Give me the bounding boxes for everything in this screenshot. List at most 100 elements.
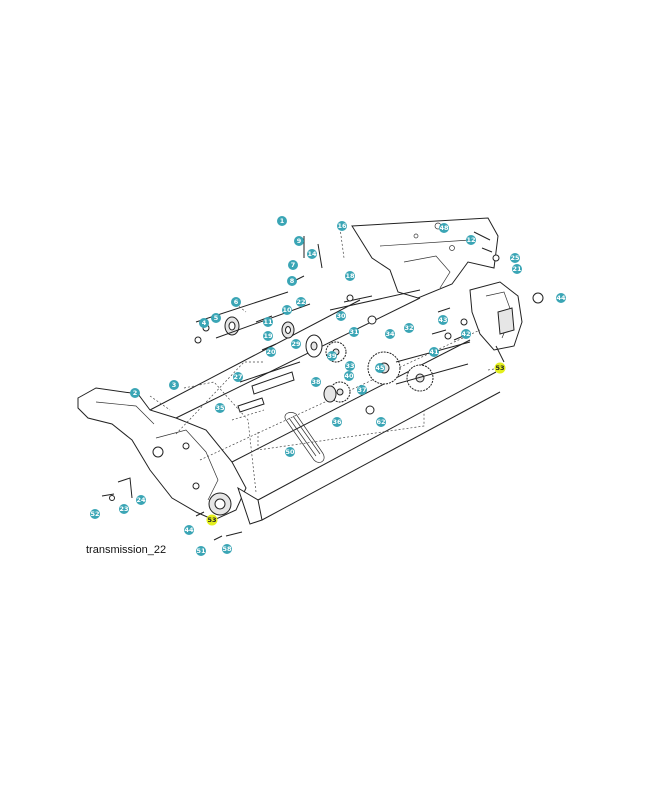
- right-side-plate: [351, 217, 499, 299]
- svg-text:6: 6: [234, 298, 239, 306]
- callout-43: 43: [438, 315, 448, 325]
- callout-4: 4: [199, 318, 209, 328]
- drive-chain: [284, 412, 325, 463]
- callout-16: 16: [337, 221, 347, 231]
- svg-text:51: 51: [196, 547, 206, 555]
- callout-18: 18: [345, 271, 355, 281]
- callouts: 1 9 16 48 12 14 7 25 8 18 22 21 44 6 5 1…: [90, 216, 566, 556]
- svg-text:62: 62: [376, 418, 385, 426]
- callout-14: 14: [307, 249, 317, 259]
- svg-text:27: 27: [233, 373, 242, 381]
- svg-text:30: 30: [336, 312, 346, 320]
- callout-36: 36: [332, 417, 342, 427]
- svg-text:1: 1: [280, 217, 285, 225]
- callout-5: 5: [211, 313, 221, 323]
- svg-text:7: 7: [291, 261, 296, 269]
- callout-42: 42: [461, 329, 471, 339]
- callout-30: 30: [336, 311, 346, 321]
- gear-39: [305, 334, 323, 358]
- svg-text:48: 48: [439, 224, 449, 232]
- gear-30: [281, 321, 295, 339]
- svg-text:39: 39: [327, 352, 337, 360]
- callout-21: 21: [512, 264, 522, 274]
- svg-text:25: 25: [510, 254, 520, 262]
- svg-text:42: 42: [461, 330, 470, 338]
- callout-53-highlighted: 53: [494, 362, 506, 374]
- shafts: [195, 289, 471, 413]
- callout-10: 10: [282, 305, 292, 315]
- svg-text:36: 36: [332, 418, 342, 426]
- callout-9: 9: [294, 236, 304, 246]
- svg-text:58: 58: [222, 545, 232, 553]
- svg-text:41: 41: [429, 348, 439, 356]
- svg-text:44: 44: [184, 526, 194, 534]
- svg-text:33: 33: [345, 362, 354, 370]
- callout-44-lower: 44: [184, 525, 194, 535]
- callout-32: 32: [404, 323, 414, 333]
- svg-text:38: 38: [311, 378, 321, 386]
- svg-text:8: 8: [290, 277, 295, 285]
- callout-31: 31: [349, 327, 359, 337]
- svg-text:35: 35: [215, 404, 225, 412]
- callout-1: 1: [277, 216, 287, 226]
- leader-lines: [149, 227, 501, 493]
- callout-20: 20: [266, 347, 276, 357]
- callout-23: 23: [119, 504, 129, 514]
- svg-text:5: 5: [214, 314, 219, 322]
- svg-text:44: 44: [556, 294, 566, 302]
- callout-25: 25: [510, 253, 520, 263]
- callout-12: 12: [466, 235, 476, 245]
- diagram-caption: transmission_22: [86, 544, 167, 556]
- svg-text:20: 20: [266, 348, 276, 356]
- callout-33: 33: [345, 361, 355, 371]
- callout-35: 35: [215, 403, 225, 413]
- callout-29: 29: [291, 339, 301, 349]
- callout-27: 27: [233, 372, 243, 382]
- svg-text:32: 32: [404, 324, 413, 332]
- svg-text:50: 50: [285, 448, 295, 456]
- callout-41: 41: [429, 347, 439, 357]
- callout-37: 37: [357, 385, 367, 395]
- callout-50: 50: [285, 447, 295, 457]
- callout-62: 62: [376, 417, 386, 427]
- callout-48: 48: [439, 223, 449, 233]
- callout-6: 6: [231, 297, 241, 307]
- callout-58: 58: [222, 544, 232, 554]
- callout-44: 44: [556, 293, 566, 303]
- callout-24: 24: [136, 495, 146, 505]
- svg-text:11: 11: [263, 318, 273, 326]
- callout-51: 51: [196, 546, 206, 556]
- svg-text:22: 22: [296, 298, 305, 306]
- callout-52: 52: [90, 509, 100, 519]
- svg-text:3: 3: [172, 381, 177, 389]
- callout-19: 19: [263, 331, 273, 341]
- gear-37: [323, 385, 337, 403]
- callout-11: 11: [263, 317, 273, 327]
- callout-39: 39: [327, 351, 337, 361]
- callout-2: 2: [130, 388, 140, 398]
- svg-text:45: 45: [375, 364, 385, 372]
- svg-text:18: 18: [345, 272, 355, 280]
- callout-45: 45: [375, 363, 385, 373]
- rear-cover: [469, 281, 523, 363]
- svg-text:37: 37: [357, 386, 366, 394]
- callout-53-highlighted-lower: 53: [206, 514, 218, 526]
- left-side-plate: [77, 387, 263, 525]
- svg-text:16: 16: [337, 222, 347, 230]
- svg-text:12: 12: [466, 236, 475, 244]
- callout-22: 22: [296, 297, 306, 307]
- callout-34: 34: [385, 329, 395, 339]
- callout-8: 8: [287, 276, 297, 286]
- svg-text:34: 34: [385, 330, 395, 338]
- svg-text:19: 19: [263, 332, 273, 340]
- hardware: [101, 231, 544, 541]
- callout-38: 38: [311, 377, 321, 387]
- svg-text:9: 9: [297, 237, 302, 245]
- callout-7: 7: [288, 260, 298, 270]
- svg-text:4: 4: [202, 319, 207, 327]
- svg-text:24: 24: [136, 496, 146, 504]
- svg-text:23: 23: [119, 505, 128, 513]
- svg-text:21: 21: [512, 265, 522, 273]
- svg-text:40: 40: [344, 372, 354, 380]
